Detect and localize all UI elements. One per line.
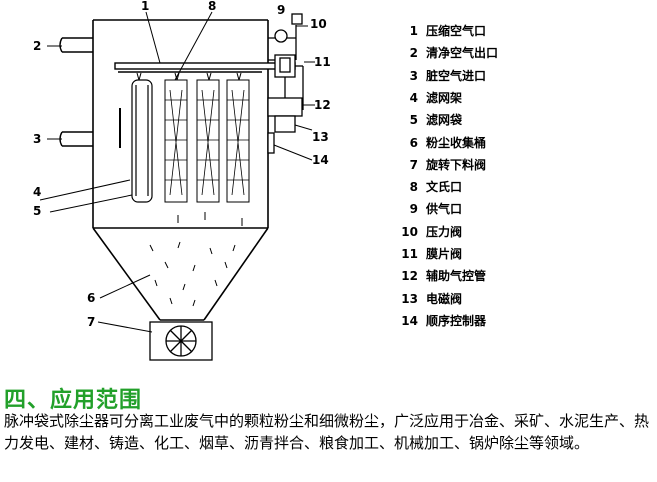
legend-item: 13 电磁阀	[396, 290, 462, 307]
legend-number: 4	[409, 90, 418, 105]
legend-item: 6 粉尘收集桶	[396, 134, 486, 151]
legend-item: 7 旋转下料阀	[396, 156, 486, 173]
legend-number: 7	[409, 157, 418, 172]
legend-item: 14 顺序控制器	[396, 312, 486, 329]
callout-1: 1	[141, 0, 149, 13]
legend-text: 电磁阀	[426, 291, 463, 306]
legend-item: 8 文氏口	[396, 178, 462, 195]
legend-number: 14	[401, 313, 418, 328]
callout-4: 4	[33, 185, 41, 199]
leader-lines	[39, 11, 315, 333]
legend-item: 2 清净空气出口	[396, 44, 498, 61]
callout-labels: 1 8 2 3 4 5 6 7 9 10 11 12 13 14	[33, 0, 331, 329]
callout-14: 14	[312, 153, 329, 167]
callout-11: 11	[314, 55, 331, 69]
callout-12: 12	[314, 98, 331, 112]
legend-number: 11	[401, 247, 418, 261]
legend-text: 滤网袋	[426, 113, 463, 128]
legend-text: 压缩空气口	[426, 24, 487, 38]
callout-8: 8	[208, 0, 216, 13]
nozzles	[136, 72, 242, 82]
legend-text: 压力阀	[426, 224, 463, 239]
legend-text: 文氏口	[426, 180, 463, 195]
filter-bag-1	[119, 79, 153, 203]
control-assembly	[267, 13, 304, 154]
filter-bags-cages	[164, 79, 250, 203]
callout-6: 6	[87, 291, 95, 305]
callout-3: 3	[33, 132, 41, 146]
legend-item: 9 供气口	[396, 200, 462, 217]
rotary-valve	[149, 321, 213, 361]
callout-13: 13	[312, 130, 329, 144]
legend-number: 12	[401, 269, 418, 284]
housing	[92, 19, 269, 321]
outlet-pipe	[59, 37, 93, 53]
legend-text: 滤网架	[426, 90, 463, 105]
legend-item: 5 滤网袋	[396, 111, 462, 128]
section-description: 脉冲袋式除尘器可分离工业废气中的颗粒粉尘和细微粉尘，广泛应用于冶金、采矿、水泥生…	[4, 412, 650, 452]
callout-2: 2	[33, 39, 41, 53]
legend-text: 顺序控制器	[426, 313, 487, 328]
callout-10: 10	[310, 17, 327, 31]
legend-text: 膜片阀	[426, 247, 463, 261]
legend-item: 4 滤网架	[396, 89, 462, 106]
callout-7: 7	[87, 315, 95, 329]
legend-number: 8	[409, 180, 418, 195]
callout-5: 5	[33, 204, 41, 218]
legend-text: 脏空气进口	[426, 68, 487, 83]
legend-number: 13	[401, 291, 418, 306]
legend-number: 3	[409, 68, 418, 83]
section-heading: 四、应用范围	[4, 388, 143, 413]
legend-text: 辅助气控管	[426, 269, 487, 284]
legend-number: 6	[409, 135, 418, 150]
legend-text: 粉尘收集桶	[426, 135, 487, 150]
inlet-pipe	[59, 131, 93, 147]
legend-number: 9	[409, 202, 418, 217]
legend-item: 3 脏空气进口	[396, 67, 486, 84]
legend-item: 11 膜片阀	[396, 245, 462, 262]
legend-text: 旋转下料阀	[426, 157, 487, 172]
legend-item: 12 辅助气控管	[396, 267, 486, 284]
legend-text: 清净空气出口	[426, 46, 499, 61]
dust-collector-diagram: 1 8 2 3 4 5 6 7 9 10 11 12 13 14	[33, 0, 331, 361]
callout-9: 9	[277, 3, 285, 17]
legend-number: 2	[409, 46, 418, 61]
legend-number: 5	[409, 113, 418, 128]
legend-number: 1	[409, 24, 418, 38]
legend-number: 10	[401, 224, 418, 239]
legend-item: 10 压力阀	[396, 223, 462, 240]
dust-particles	[149, 212, 243, 307]
legend-text: 供气口	[426, 202, 463, 217]
legend-item: 1 压缩空气口	[396, 22, 486, 39]
